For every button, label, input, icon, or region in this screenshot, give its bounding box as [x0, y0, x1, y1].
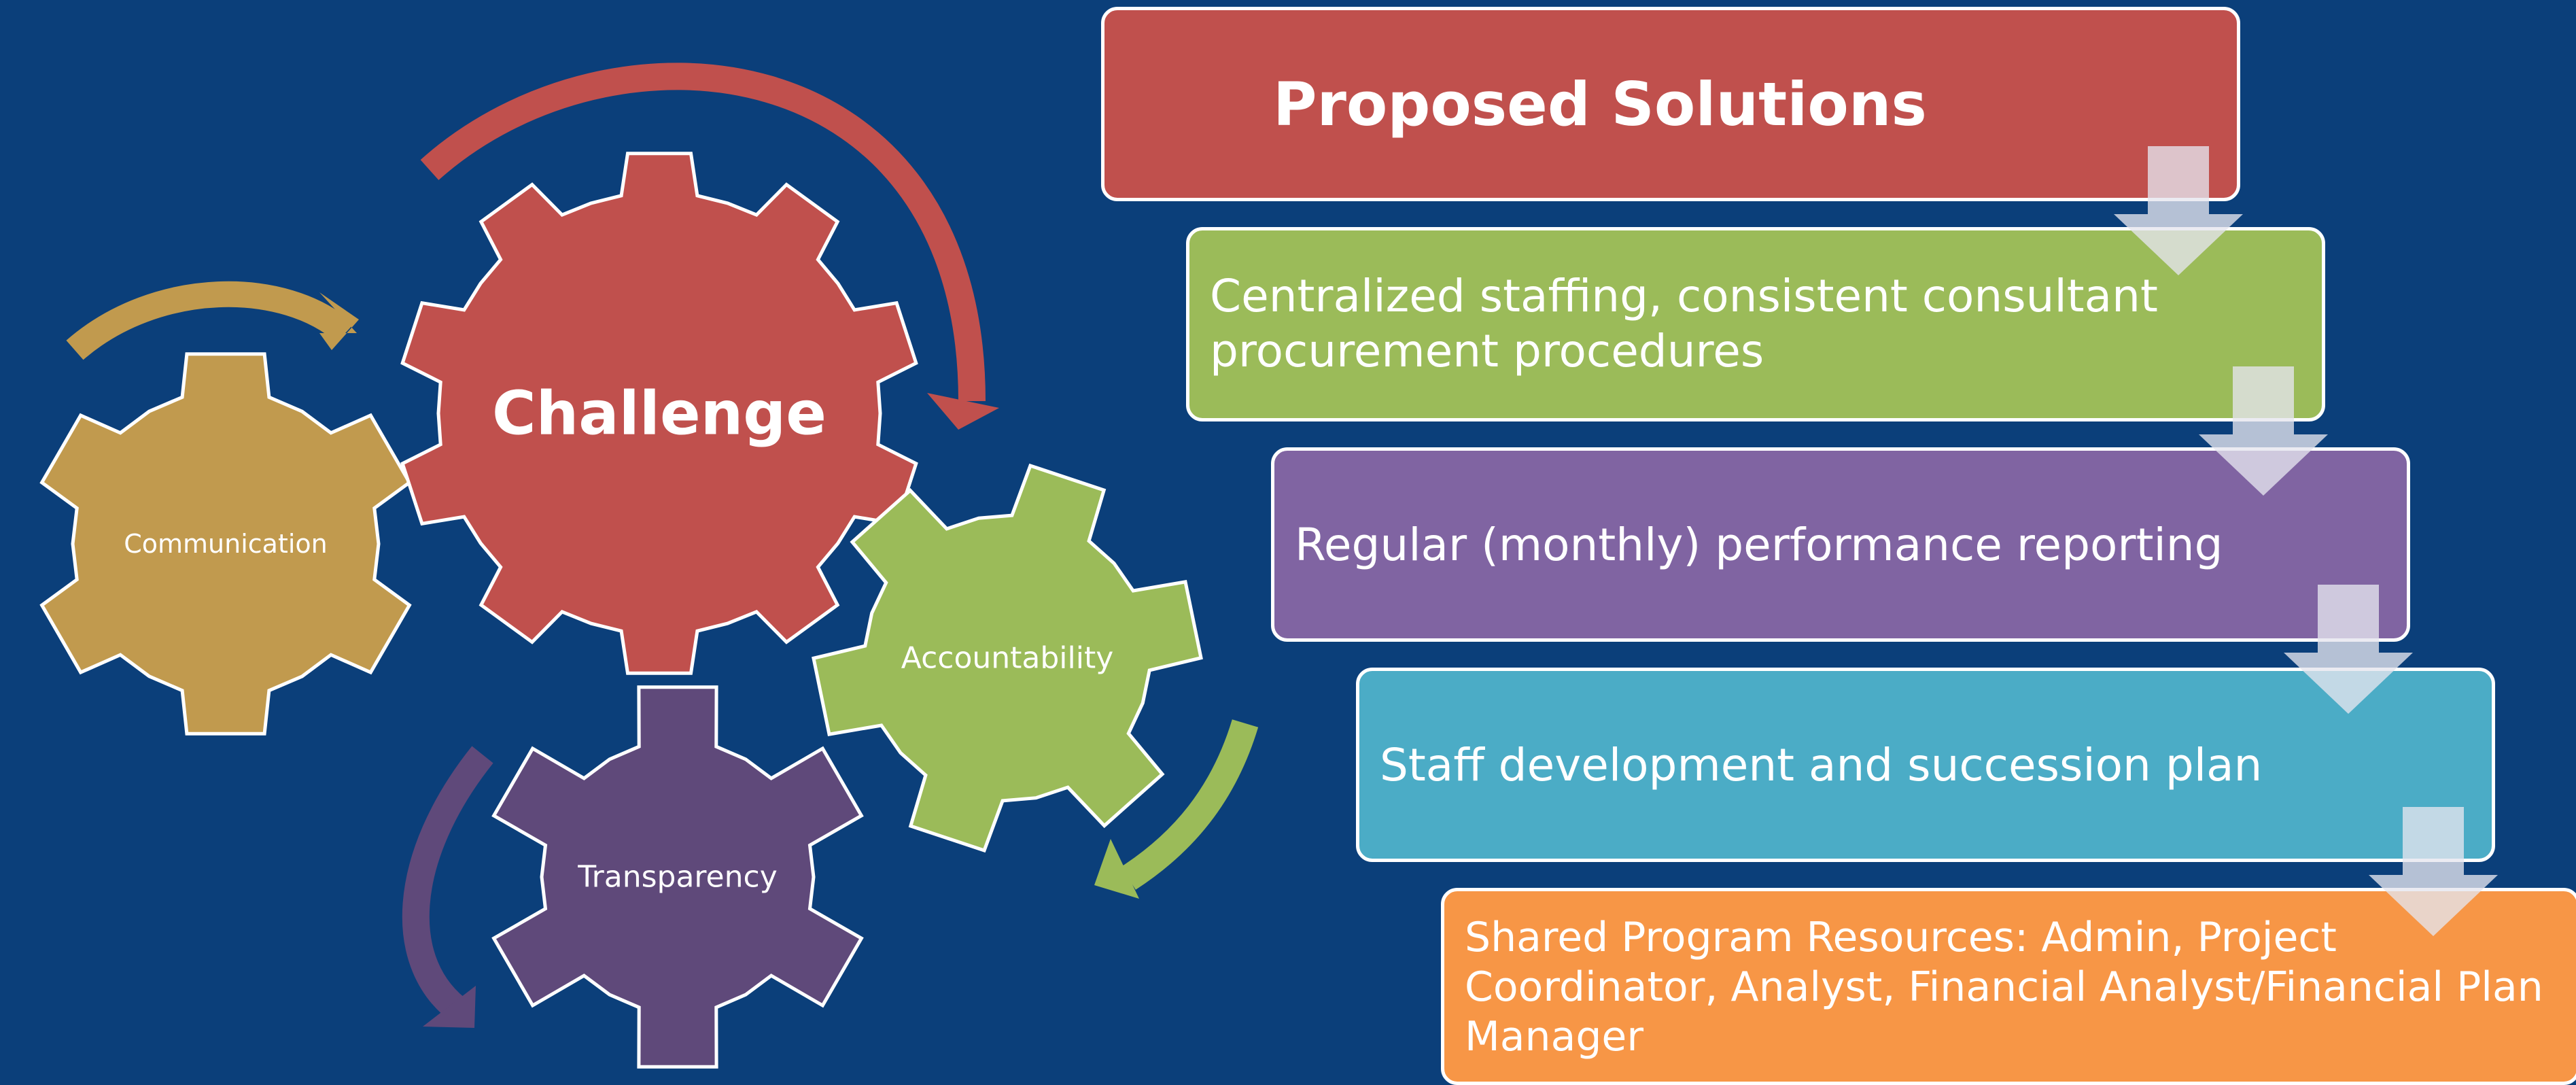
gear-label-accountability: Accountability	[901, 640, 1114, 676]
gear-communication	[39, 352, 412, 736]
challenge-arrowhead	[927, 393, 999, 430]
gear-label-transparency: Transparency	[578, 859, 778, 895]
process-step-2-text: Regular (monthly) performance reporting	[1295, 518, 2223, 571]
gear-accountability	[812, 463, 1203, 853]
communication-curved-arrow	[66, 281, 354, 360]
down-arrow-icon	[2369, 807, 2498, 936]
gear-challenge	[400, 152, 918, 675]
down-arrow-icon	[2114, 146, 2243, 275]
accountability-curved-arrow	[1121, 719, 1259, 890]
process-step-title-text: Proposed Solutions	[1273, 69, 1927, 139]
process-step-3-text: Staff development and succession plan	[1380, 738, 2263, 791]
process-step-1-text: Centralized staffing, consistent consult…	[1210, 270, 2158, 377]
challenge-curved-arrow	[420, 63, 986, 402]
process-step-3: Staff development and succession plan	[1356, 668, 2495, 862]
down-arrow-icon	[2284, 585, 2413, 714]
gear-transparency	[491, 685, 864, 1069]
process-step-1: Centralized staffing, consistent consult…	[1186, 227, 2325, 421]
gear-label-communication: Communication	[124, 529, 328, 559]
transparency-curved-arrow	[402, 746, 493, 1024]
accountability-arrowhead	[1094, 839, 1139, 899]
transparency-arrowhead	[423, 986, 476, 1028]
gear-label-challenge: Challenge	[492, 378, 826, 449]
process-step-2: Regular (monthly) performance reporting	[1271, 447, 2410, 642]
down-arrow-icon	[2199, 366, 2328, 496]
process-step-4-text: Shared Program Resources: Admin, Project…	[1465, 914, 2543, 1061]
communication-arrowhead	[319, 292, 359, 350]
process-step-title: Proposed Solutions	[1101, 7, 2240, 201]
